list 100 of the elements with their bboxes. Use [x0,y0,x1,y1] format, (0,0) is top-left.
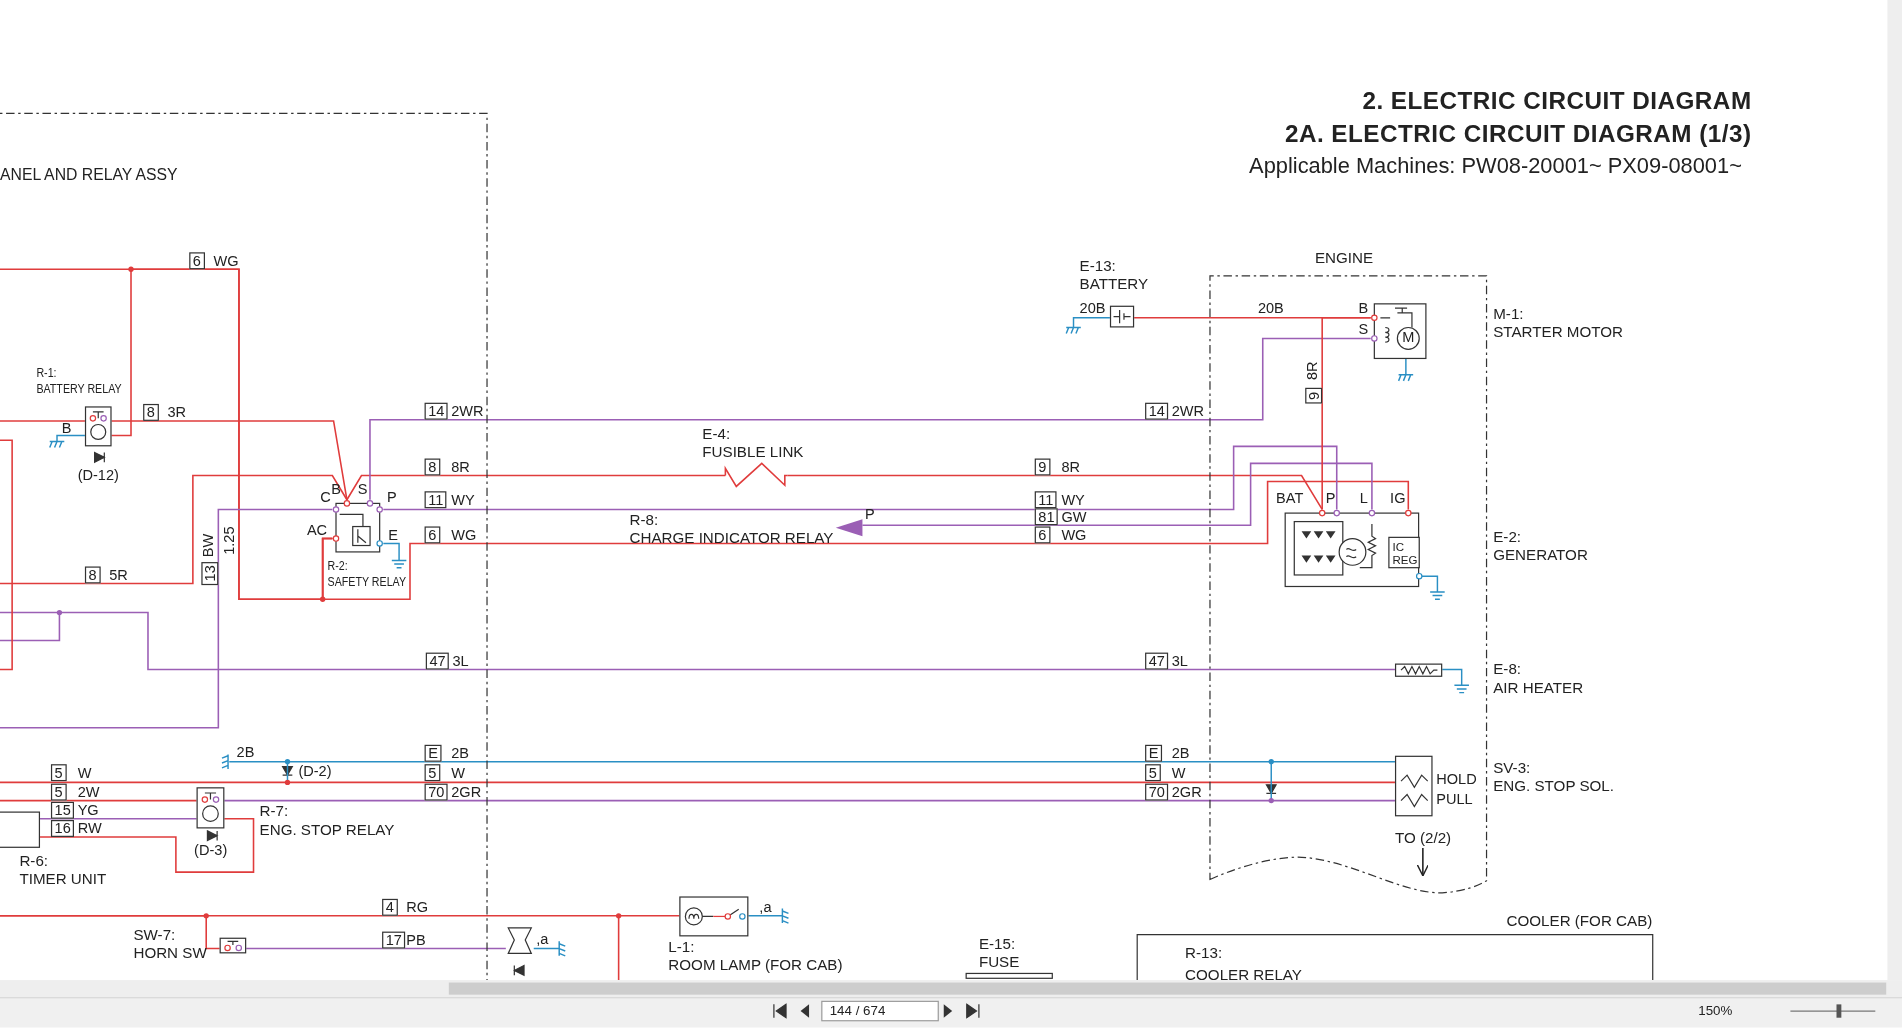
wire-number: 17 [382,931,406,949]
wire-code: WG [213,252,239,270]
wire [0,474,348,585]
wire-number: 5 [50,764,67,782]
regulator-label: IC REG [1392,541,1418,567]
wire-code: 2B [1171,744,1190,762]
wire-number: 9 [1034,458,1051,476]
terminal-label: P [1325,490,1336,508]
component-label: E-4: FUSIBLE LINK [702,425,804,461]
wire-code: 8R [1305,361,1320,381]
wire [110,420,348,501]
wire-number: 8 [143,403,159,421]
wire [0,508,334,729]
wire [245,947,507,950]
terminal-label: S [1358,320,1369,338]
page-number-field: 144 / 674 [821,1000,939,1022]
diode-reference: (D-3) [194,841,228,859]
wire-number: 5 [424,764,440,782]
wire-code: 8R [1061,458,1080,476]
motor-letter: M [1402,329,1415,346]
wire-code: 2WR [1171,402,1205,420]
terminal-label: B [1358,299,1369,317]
wire-code: 2WR [451,402,484,420]
wire-number: 70 [424,783,449,801]
component-label: R-6: TIMER UNIT [19,852,107,888]
wire [369,337,1372,501]
component-label: SW-7: HORN SW [133,926,207,962]
applicable-machines-text: Applicable Machines: PW08-20001~ PX09-08001~ [1249,154,1742,180]
wire-number: 9 [1305,388,1323,404]
component-label: R-7: ENG. STOP RELAY [259,803,395,839]
terminal-label: B [61,419,72,437]
component-label: R-1: BATTERY RELAY [36,365,122,397]
component-label: TO (2/2) [1394,829,1452,847]
group-heading: COOLER (FOR CAB) [1506,912,1653,930]
wire [786,474,1323,511]
wire-number: 47 [1145,652,1169,670]
wire-code: 3L [1171,652,1188,670]
wire-code: YG [77,801,99,819]
subtitle-heading: 2A. ELECTRIC CIRCUIT DIAGRAM (1/3) [1284,120,1752,148]
wire [0,611,1396,671]
component-label: L-1: ROOM LAMP (FOR CAB) [668,938,843,975]
wire [382,445,1338,511]
terminal-label: IG [1390,490,1406,508]
wire-code: 2GR [1171,783,1202,801]
group-heading: ENGINE [1314,249,1374,268]
title-heading: 2. ELECTRIC CIRCUIT DIAGRAM [1362,87,1752,116]
wire [0,915,221,950]
arrow [1416,847,1430,877]
wire-code: W [1171,764,1186,782]
wire-code: 8R [451,458,470,476]
terminal-label: E [388,526,398,544]
component-label: E-15: FUSE [978,935,1020,971]
component-label: E-13: BATTERY [1079,257,1149,293]
wire-code: 3R [167,403,186,421]
wire-number: 6 [189,252,205,270]
wire [0,781,1396,784]
wire-number: 4 [382,898,398,916]
wire [861,462,1373,526]
wire [110,268,334,600]
terminal-label: P [386,488,397,506]
wire-code: WY [1061,491,1085,509]
terminal-label: ,a [536,930,549,948]
wire-number: 11 [1034,491,1058,509]
component-label: R-13: COOLER RELAY [1185,944,1302,984]
wire-number: 6 [1034,526,1051,544]
component-label: R-8: CHARGE INDICATOR RELAY [629,511,834,548]
wire-number: 14 [424,402,449,420]
wire-number: 16 [50,820,75,837]
wire-code: BW [201,533,216,558]
terminal-label: AC [306,521,328,539]
group-heading: ANEL AND RELAY ASSY [0,164,178,184]
zoom-level: 150% [1698,1003,1733,1019]
terminal-label: C [320,488,331,506]
wire-code: WY [451,491,475,509]
wire-code: W [451,764,465,782]
terminal-label: P [864,505,875,523]
wire-code: WG [1061,526,1087,544]
wire-number: E [424,744,442,762]
wire-code: 2B [451,744,470,762]
wire [0,799,198,802]
terminal-label: S [357,480,368,498]
wire-number: 5 [50,783,67,801]
wire-code: RG [406,898,429,916]
wire-code: 2W [77,783,100,801]
wire-code: 3L [452,652,469,670]
wire-code: 2GR [451,783,482,801]
wire-number: 5 [1145,764,1161,782]
component-label: R-2: SAFETY RELAY [327,558,406,590]
component-label: M-1: STARTER MOTOR [1493,305,1623,341]
terminal-label: PULL [1436,790,1473,808]
terminal-label: BAT [1276,490,1304,508]
wire-code: 20B [1079,299,1106,317]
wire-number: 8 [84,566,101,584]
wire-number: 13 [201,561,219,586]
terminal-label: B [331,480,341,498]
component-label: E-2: GENERATOR [1493,528,1588,565]
wire [39,818,255,873]
wire-code: WG [451,526,477,544]
diode-reference: (D-2) [298,763,332,780]
wire-code: 1.25 [222,526,237,555]
